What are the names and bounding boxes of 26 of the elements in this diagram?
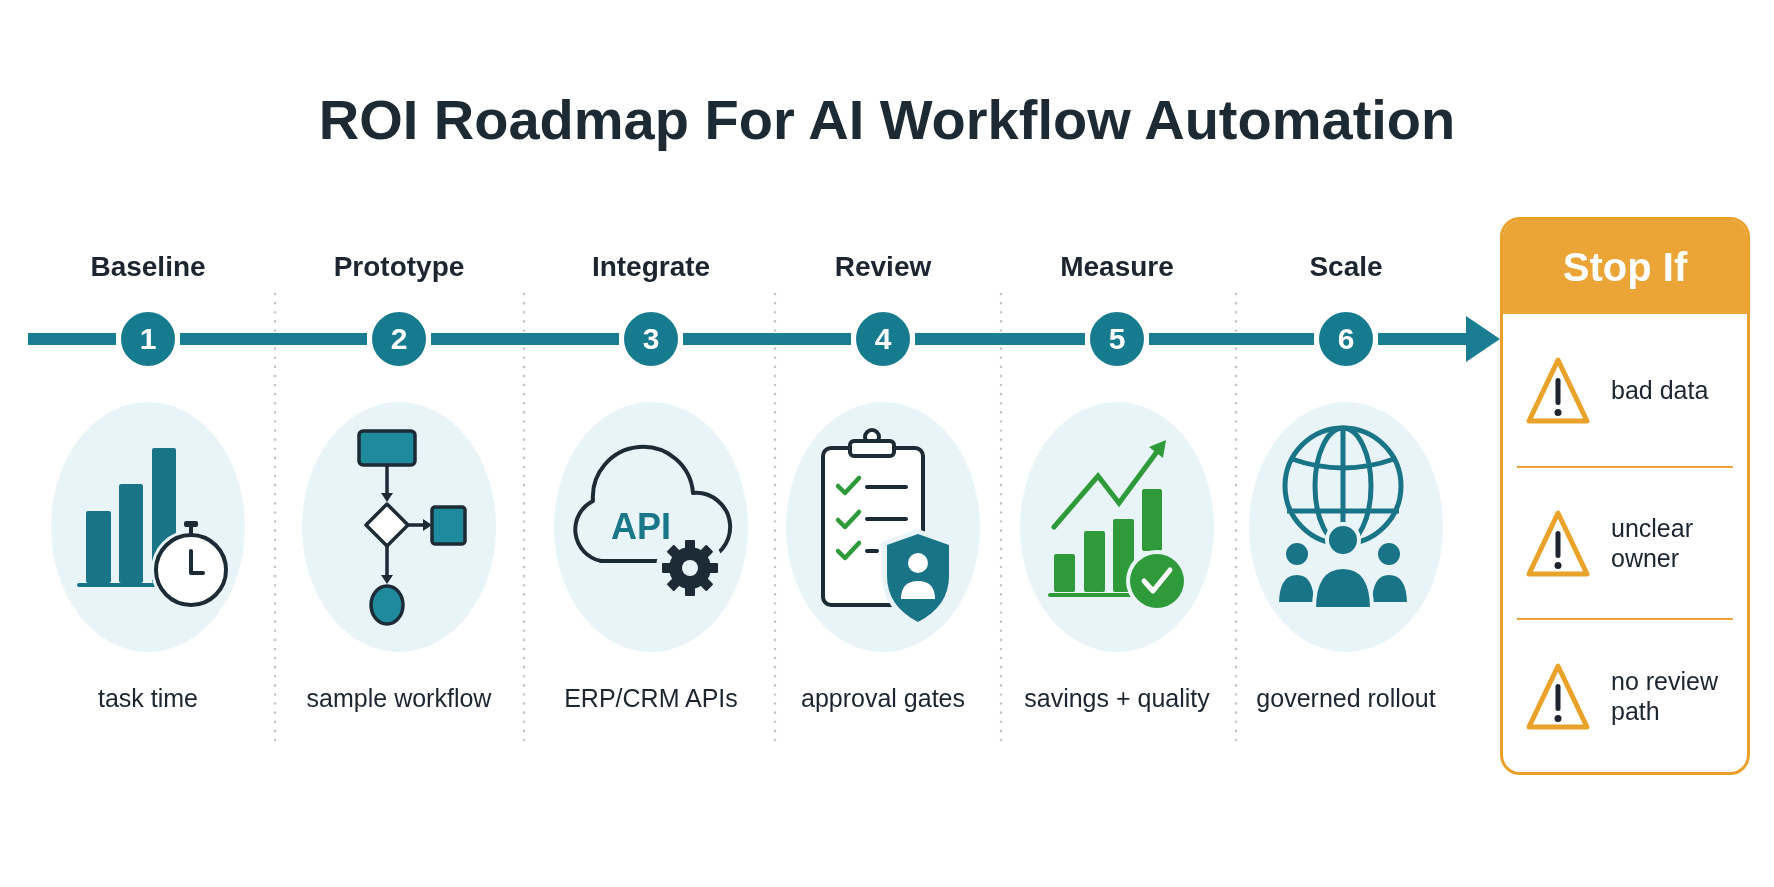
timeline-arrow xyxy=(1378,316,1500,362)
stage-caption: sample workflow xyxy=(306,683,492,713)
stage-caption: savings + quality xyxy=(1024,683,1210,713)
page-title: ROI Roadmap For AI Workflow Automation xyxy=(318,86,1456,152)
stage-caption: task time xyxy=(98,683,198,713)
timeline-line xyxy=(431,333,619,345)
stage-caption: ERP/CRM APIs xyxy=(564,683,738,713)
stage-heading: Review xyxy=(834,251,932,283)
condition-text: no review path xyxy=(1611,665,1719,726)
api-label: API xyxy=(611,506,671,548)
panel-header: Stop If xyxy=(1503,220,1747,314)
timeline-line xyxy=(915,333,1085,345)
timeline-line xyxy=(683,333,851,345)
timeline-line xyxy=(180,333,367,345)
stage-caption: governed rollout xyxy=(1256,683,1436,713)
condition-text: bad data xyxy=(1611,375,1710,406)
stage-heading: Prototype xyxy=(333,251,465,283)
stage-heading: Baseline xyxy=(90,251,206,283)
stage-heading: Scale xyxy=(1309,251,1383,283)
stage-heading: Integrate xyxy=(591,251,711,283)
stage-heading: Measure xyxy=(1060,251,1174,283)
stop-panel xyxy=(1500,217,1750,775)
timeline-line xyxy=(1149,333,1314,345)
stage-caption: approval gates xyxy=(801,683,965,713)
condition-text: unclear owner xyxy=(1611,513,1694,573)
timeline-line xyxy=(28,333,116,345)
